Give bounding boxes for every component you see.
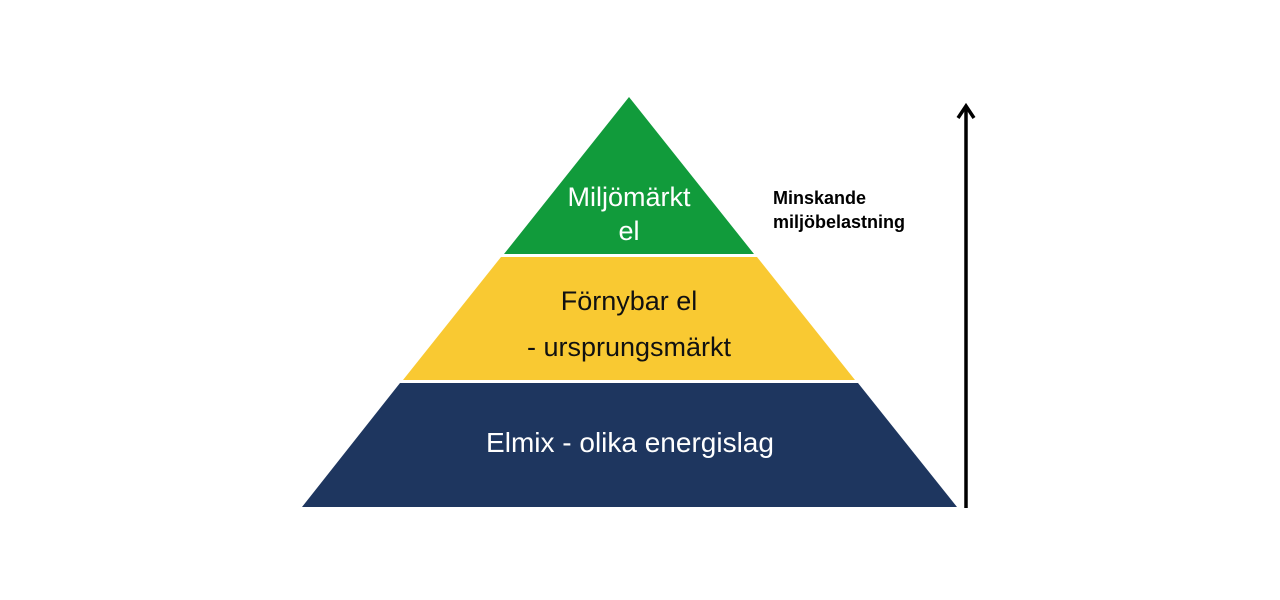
top-layer-label: Miljömärkt el	[529, 180, 729, 248]
middle-layer-label-line1: Förnybar el	[560, 286, 698, 316]
bottom-layer-label: Elmix - olika energislag	[400, 424, 860, 462]
pyramid-layer-top	[504, 97, 754, 254]
top-layer-label-line2: el	[618, 216, 640, 246]
side-label-line1: Minskande	[773, 188, 867, 208]
side-label-line2: miljöbelastning	[773, 212, 906, 232]
pyramid-layer-bottom	[302, 383, 957, 507]
top-layer-label-line1: Miljömärkt	[567, 182, 691, 212]
pyramid-layer-middle	[403, 257, 855, 380]
middle-layer-label-line2: - ursprungsmärkt	[526, 332, 732, 362]
side-label: Minskande miljöbelastning	[773, 186, 905, 234]
middle-layer-label: Förnybar el - ursprungsmärkt	[429, 278, 829, 370]
up-arrow-icon	[956, 102, 976, 508]
bottom-layer-label-line1: Elmix - olika energislag	[486, 427, 774, 458]
